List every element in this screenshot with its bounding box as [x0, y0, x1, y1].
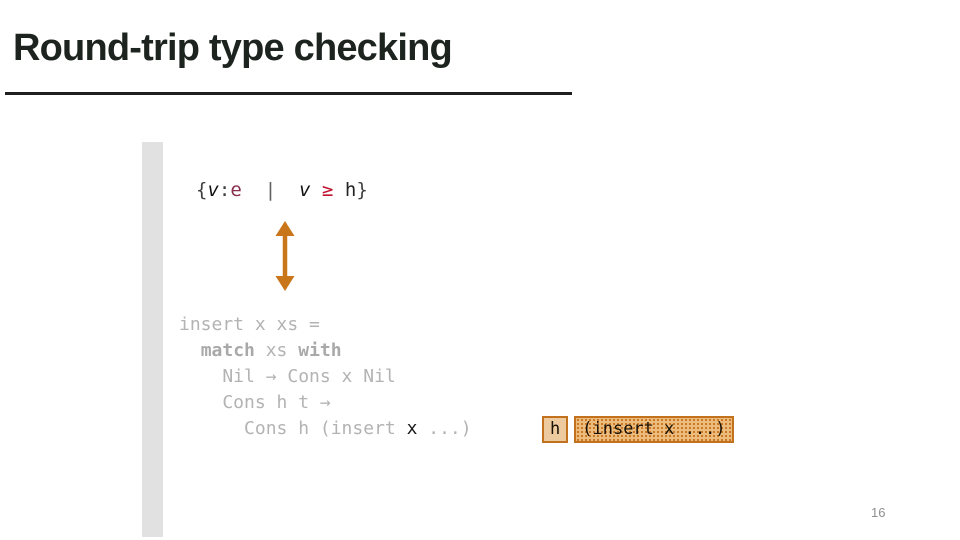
title-underline — [5, 92, 572, 95]
code-token: : — [218, 179, 231, 201]
code-line: Cons h t → — [179, 390, 472, 416]
code-token: xs — [254, 340, 299, 361]
code-line: Nil → Cons x Nil — [179, 364, 472, 390]
code-token: e — [230, 179, 242, 201]
code-line: match xs with — [179, 338, 472, 364]
page-number: 16 — [871, 505, 886, 520]
slide-title: Round-trip type checking — [13, 27, 453, 69]
code-token: Cons h (insert — [179, 418, 407, 439]
code-token: | — [264, 179, 277, 201]
code-token: { — [196, 179, 208, 201]
code-token: ...) — [417, 418, 472, 439]
code-token — [242, 179, 265, 201]
code-token: Nil → Cons x Nil — [179, 366, 396, 387]
code-token: with — [298, 340, 342, 361]
code-token: insert x xs = — [179, 314, 320, 335]
code-token — [276, 179, 299, 201]
code-token: } — [356, 179, 368, 201]
code-block: insert x xs = match xs with Nil → Cons x… — [179, 312, 472, 442]
code-token: Cons h t → — [179, 392, 331, 413]
code-token — [311, 179, 322, 201]
highlight-chips: h (insert x ...) — [542, 416, 734, 443]
code-line: insert x xs = — [179, 312, 472, 338]
highlight-chip-h: h — [542, 416, 569, 443]
code-token — [179, 340, 201, 361]
refinement-type-annotation: {v:e | v ≥ h} — [196, 179, 368, 201]
code-token: ≥ — [321, 179, 334, 201]
code-token: v — [207, 179, 219, 201]
code-token: v — [299, 179, 311, 201]
code-token: h — [344, 179, 357, 201]
code-token: x — [406, 418, 418, 439]
highlight-chip-insert: (insert x ...) — [574, 416, 734, 443]
code-token — [333, 179, 344, 201]
code-token: match — [200, 340, 255, 361]
bidirectional-arrow-icon — [272, 221, 298, 291]
left-accent-bar — [142, 142, 163, 537]
code-line: Cons h (insert x ...) — [179, 416, 472, 442]
